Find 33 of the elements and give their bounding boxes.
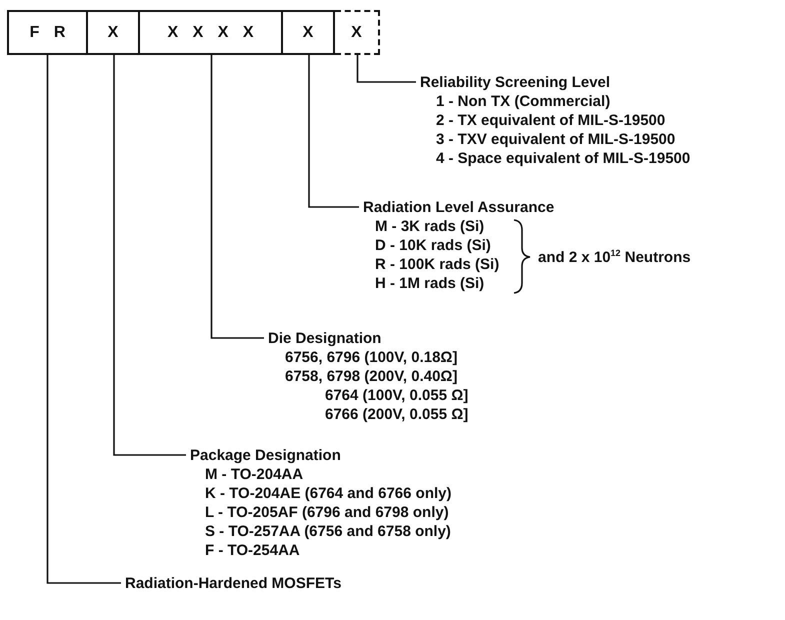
note-text: and 2 x 10$^{12}$ Neutrons: [538, 248, 691, 266]
section-heading: Die Designation: [268, 328, 382, 348]
option-text: 1 - Non TX (Commercial): [436, 92, 610, 110]
option-text: 6764 (100V, 0.055 Ω]: [325, 386, 468, 404]
option-text: H - 1M rads (Si): [375, 274, 484, 292]
option-text: 6766 (200V, 0.055 Ω]: [325, 404, 468, 424]
code-box: X X X X: [140, 10, 283, 55]
option-text: K - TO-204AE (6764 and 6766 only): [205, 484, 452, 502]
option-text: S - TO-257AA (6756 and 6758 only): [205, 522, 451, 540]
section-heading: Package Designation: [190, 446, 341, 464]
leader-line: [113, 55, 186, 456]
option-text: M - TO-204AA: [205, 464, 304, 484]
option-text: 6758, 6798 (200V, 0.40Ω]: [285, 366, 458, 386]
leader-line: [210, 55, 264, 339]
code-box: F R: [7, 10, 88, 55]
leader-line: [308, 55, 359, 208]
option-text: 3 - TXV equivalent of MIL-S-19500: [436, 130, 676, 148]
option-text: F - TO-254AA: [205, 540, 300, 560]
leader-line: [46, 55, 121, 584]
section-heading: Reliability Screening Level: [420, 72, 610, 92]
section-heading: Radiation Level Assurance: [363, 198, 554, 216]
leader-line: [356, 55, 416, 83]
option-text: D - 10K rads (Si): [375, 236, 491, 254]
code-box: X: [88, 10, 140, 55]
code-box: X: [335, 10, 380, 55]
code-box: X: [283, 10, 335, 55]
option-text: R - 100K rads (Si): [375, 254, 500, 274]
option-text: 4 - Space equivalent of MIL-S-19500: [436, 148, 690, 168]
option-text: M - 3K rads (Si): [375, 216, 484, 236]
option-text: 6756, 6796 (100V, 0.18Ω]: [285, 348, 458, 366]
option-text: 2 - TX equivalent of MIL-S-19500: [436, 110, 666, 130]
section-heading: Radiation-Hardened MOSFETs: [125, 574, 342, 592]
option-text: L - TO-205AF (6796 and 6798 only): [205, 502, 449, 522]
